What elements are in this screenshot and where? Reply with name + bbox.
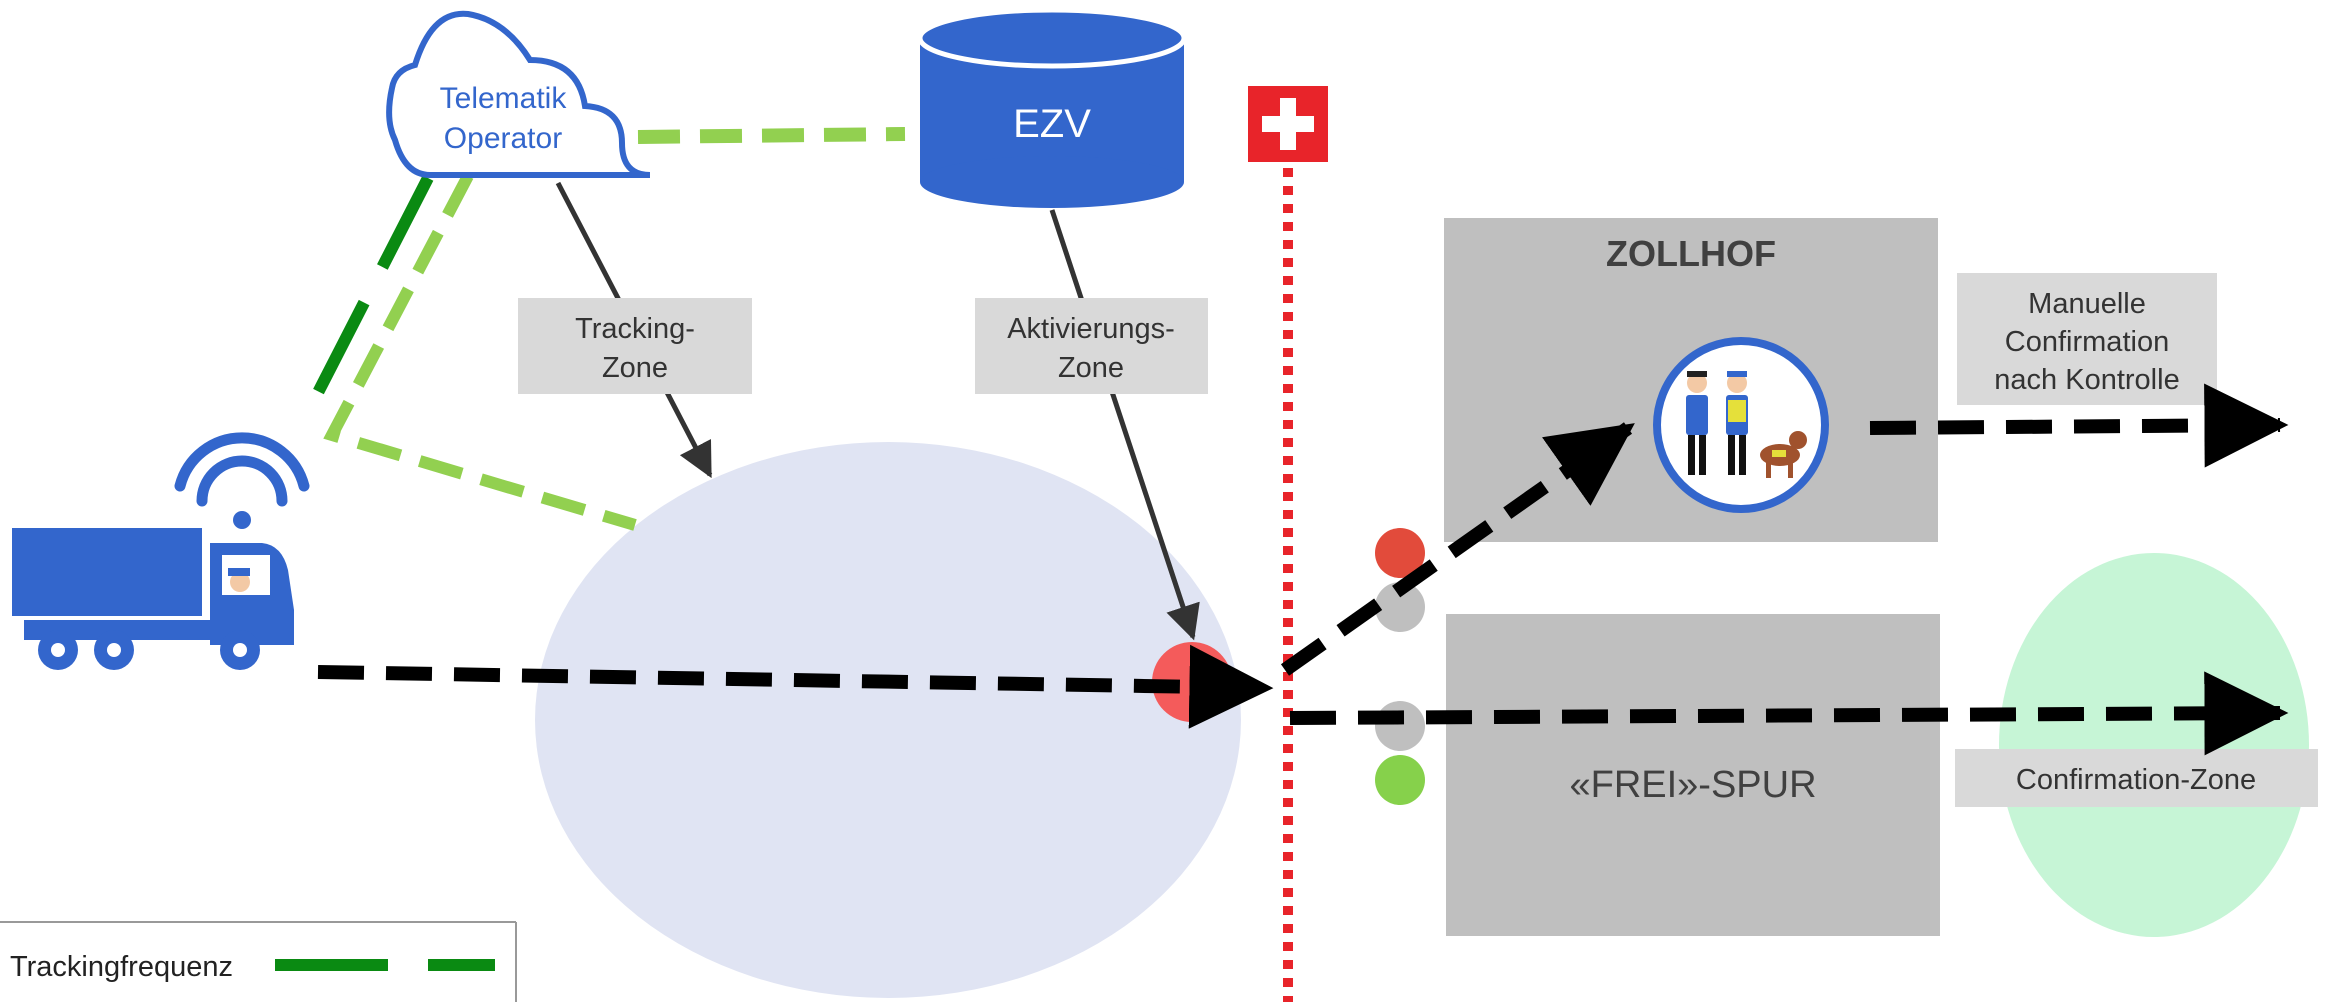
cloud-label-line2: Operator [444,122,562,155]
tracking-zone-label-2: Zone [602,352,668,384]
dog-icon [1760,431,1807,478]
activation-zone-label-1: Aktivierungs- [1007,313,1175,345]
manual-confirmation-line2: Confirmation [2005,326,2169,358]
customs-officers-icon [1653,337,1829,513]
ezv-cloud-link [637,127,906,144]
frei-spur-flow-arrow [1289,671,2289,756]
confirmation-zone-label: Confirmation-Zone [2016,764,2256,796]
swiss-flag-icon [1248,86,1328,162]
activation-zone-label-box [975,298,1208,394]
database-label: EZV [1013,102,1091,146]
tracking-zone-area [535,442,1241,998]
cloud-label-line1: Telematik [440,82,568,115]
activation-zone-arrow [1049,209,1200,641]
truck-icon [12,528,294,670]
truck-flow-arrow [317,644,1274,729]
manual-confirmation-box [1957,273,2217,405]
zollhof-flow-arrow [1280,422,1635,676]
wifi-icon [174,432,310,529]
confirmation-zone-label-box [1955,749,2318,807]
manual-confirmation-line3: nach Kontrolle [1994,364,2179,396]
manual-exit-flow-arrow [1869,383,2289,468]
cloud-truck-tracking-link [323,173,637,531]
cloud-truck-dark-link [302,175,434,415]
confirmation-zone-area [1999,553,2309,937]
activation-zone-label-2: Zone [1058,352,1124,384]
frei-spur-box [1446,614,1940,936]
traffic-light-icon [1367,688,1433,812]
frei-spur-label: «FREI»-SPUR [1569,764,1816,806]
cloud-icon [386,10,651,178]
tracking-zone-label-box [518,298,752,394]
tracking-zone-label-1: Tracking- [575,313,695,345]
legend-label: Trackingfrequenz [10,951,233,983]
manual-confirmation-line1: Manuelle [2028,288,2146,320]
legend [0,921,517,1002]
traffic-light-icon [1367,515,1433,637]
database-icon [917,7,1187,208]
zollhof-label: ZOLLHOF [1606,233,1776,274]
